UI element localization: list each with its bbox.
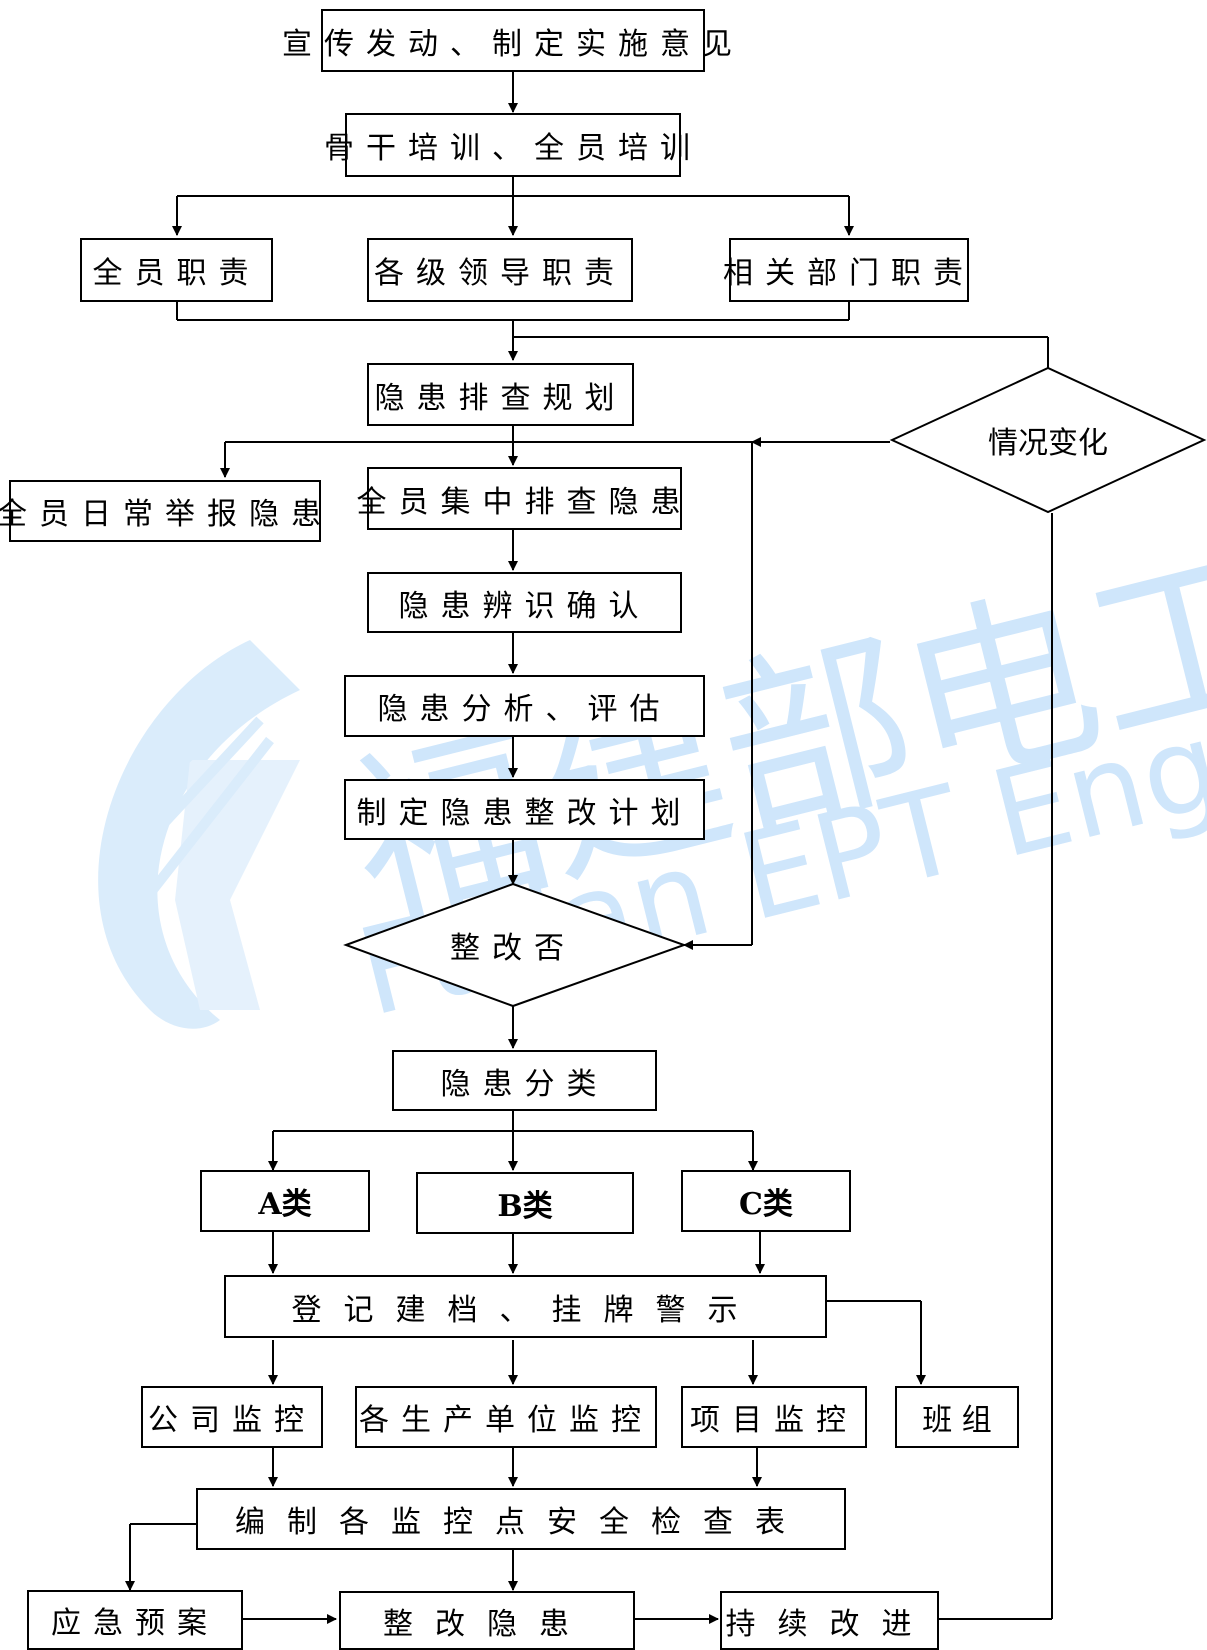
node-class-c: C类 <box>681 1170 851 1232</box>
node-emergency-plan: 应急预案 <box>27 1590 243 1650</box>
node-all-staff-duty: 全员职责 <box>80 238 273 302</box>
node-dept-duty: 相关部门职责 <box>723 238 969 302</box>
node-unit-monitor: 各生产单位监控 <box>355 1386 657 1448</box>
node-class-a: A类 <box>200 1170 370 1232</box>
decision-change-shape <box>889 366 1207 514</box>
node-publicize: 宣传发动、制定实施意见 <box>282 9 732 72</box>
node-training: 骨干培训、全员培训 <box>324 113 690 177</box>
node-checklist: 编制各监控点安全检查表 <box>196 1488 846 1550</box>
node-team: 班 组 <box>895 1386 1019 1448</box>
node-rectify-plan: 制定隐患整改计划 <box>344 779 705 840</box>
node-situation-change: 情况变化 <box>988 426 1108 461</box>
node-rectify-hazard: 整改隐患 <box>339 1591 635 1650</box>
node-centralized-check: 全员集中排查隐患 <box>357 467 682 530</box>
decision-rectify-shape <box>343 882 687 1008</box>
node-hazard-plan: 隐患排查规划 <box>367 363 634 426</box>
node-daily-report: 全员日常举报隐患 <box>0 480 321 542</box>
node-rectify-decision: 整改否 <box>450 931 576 966</box>
node-project-monitor: 项目监控 <box>681 1386 867 1448</box>
node-continuous-improve: 持续改进 <box>720 1591 939 1650</box>
node-analyze-assess: 隐患分析、评估 <box>344 675 705 737</box>
node-identify-confirm: 隐患辨识确认 <box>367 572 682 633</box>
node-leader-duty: 各级领导职责 <box>367 238 633 302</box>
node-company-monitor: 公司监控 <box>141 1386 323 1448</box>
node-hazard-classify: 隐患分类 <box>392 1050 657 1111</box>
node-register-warn: 登记建档、挂牌警示 <box>224 1275 827 1338</box>
node-class-b: B类 <box>416 1172 634 1234</box>
